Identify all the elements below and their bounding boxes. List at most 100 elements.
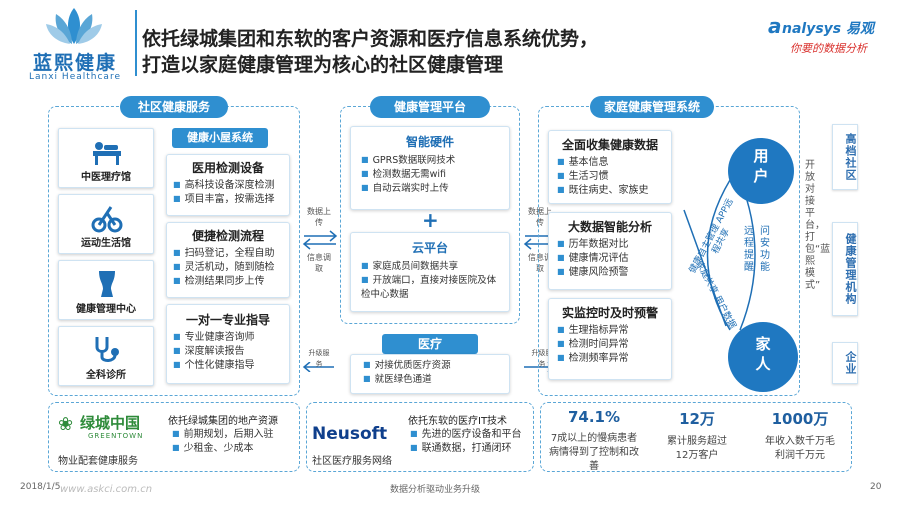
neusoft-item: 联通数据，打通闭环 <box>410 442 522 456</box>
greentown-leaf-icon: ❀ <box>58 414 74 435</box>
family-node: 家人 <box>728 322 798 392</box>
card-title: 全面收集健康数据 <box>561 138 658 152</box>
greentown-logo-text: 绿城中国 <box>80 414 141 432</box>
neusoft-logo: Neusoft <box>312 424 388 444</box>
user-node-label: 用户 <box>753 147 769 185</box>
neusoft-item: 先进的医疗设备和平台 <box>410 428 522 442</box>
card-item: 个性化健康指导 <box>173 359 283 373</box>
card-title: 大数据智能分析 <box>567 220 652 234</box>
greentown-logo: ❀ 绿城中国 GREENTOWN <box>58 412 158 442</box>
greentown-item: 少租金、少成本 <box>172 442 274 456</box>
venue-label: 健康管理中心 <box>76 304 136 315</box>
target-health-institution: 健康管理机构 <box>832 222 858 316</box>
family-card-collect: 全面收集健康数据 基本信息生活习惯既往病史、家族史 <box>548 130 672 204</box>
venue-clinic: 全科诊所 <box>58 326 154 386</box>
card-item: 检测频率异常 <box>557 352 663 366</box>
target-high-end-community: 高档社区 <box>832 124 858 190</box>
greentown-box <box>48 402 300 472</box>
stat-value: 12万 <box>679 410 715 428</box>
page-title-line1: 依托绿城集团和东软的客户资源和医疗信息系统优势， <box>142 28 599 50</box>
community-card-guidance: 一对一专业指导 专业健康咨询师深度解读报告个性化健康指导 <box>166 304 290 384</box>
arrow-label-upload: 数据上传 <box>307 207 331 227</box>
venue-label: 运动生活馆 <box>81 238 131 249</box>
card-item: 检测数据无需wifi <box>361 168 499 182</box>
card-item: 基本信息 <box>557 156 663 170</box>
card-item: 深度解读报告 <box>173 345 283 359</box>
arrow-label-retrieve: 信息调取 <box>307 253 331 273</box>
user-node: 用户 <box>728 138 794 204</box>
brand-logo: a nalysys 易观 你要的数据分析 <box>768 14 888 58</box>
lotus-logo-icon <box>46 8 102 44</box>
target-enterprise: 企业 <box>832 342 858 384</box>
stat-desc: 累计服务超过12万客户 <box>667 436 727 461</box>
card-item: 扫码登记，全程自助 <box>173 247 283 261</box>
medical-card: 对接优质医疗资源就医绿色通道 <box>350 354 510 394</box>
card-title: 智能硬件 <box>405 135 454 149</box>
family-card-monitor: 实监控时及时预警 生理指标异常检测时间异常检测频率异常 <box>548 298 672 380</box>
neusoft-caption: 社区医疗服务网络 <box>312 456 392 467</box>
family-node-label: 家人 <box>755 335 771 373</box>
card-item: 生活习惯 <box>557 170 663 184</box>
edge-label-greeting: 问安功能 <box>760 226 770 273</box>
stethoscope-icon <box>95 337 119 362</box>
card-item: 检测结果同步上传 <box>173 275 283 289</box>
stat-desc: 年收入数千万毛利润千万元 <box>765 436 835 461</box>
logo: 蓝熙健康 Lanxi Healthcare <box>14 4 136 84</box>
card-title: 医用检测设备 <box>191 161 264 175</box>
card-item: 健康风险预警 <box>557 266 663 280</box>
venue-label: 中医理疗馆 <box>81 172 131 183</box>
greentown-caption: 物业配套健康服务 <box>58 456 138 467</box>
venue-label: 全科诊所 <box>86 370 126 381</box>
card-item: 项目丰富，按需选择 <box>173 193 283 207</box>
card-item: 对接优质医疗资源 <box>363 359 497 373</box>
stat-desc: 7成以上的慢病患者病情得到了控制和改善 <box>549 433 639 472</box>
header-divider <box>135 10 137 76</box>
venue-health-center: 健康管理中心 <box>58 260 154 320</box>
stat-value: 74.1% <box>567 408 621 426</box>
hardware-card: 智能硬件 GPRS数据联网技术检测数据无需wifi自动云端实时上传 <box>350 126 510 210</box>
card-item: 专业健康咨询师 <box>173 331 283 345</box>
brand-a-icon: a <box>768 14 782 38</box>
arrow-label-upgrade: 升级服务 <box>531 349 553 368</box>
platform-title: 健康管理平台 <box>370 96 490 118</box>
card-title: 一对一专业指导 <box>185 313 270 327</box>
greentown-desc: 依托绿城集团的地产资源 <box>168 416 278 427</box>
family-card-analysis: 大数据智能分析 历年数据对比健康情况评估健康风险预警 <box>548 212 672 290</box>
footer-center: 数据分析驱动业务升级 <box>390 485 481 495</box>
community-card-devices: 医用检测设备 高科技设备深度检测项目丰富，按需选择 <box>166 154 290 216</box>
card-title: 实监控时及时预警 <box>561 306 658 320</box>
brand-name: nalysys 易观 <box>782 21 875 37</box>
card-item: GPRS数据联网技术 <box>361 154 499 168</box>
card-item: 开放端口，直接对接医院及体检中心数据 <box>361 274 499 302</box>
arrow-label-retrieve: 信息调取 <box>528 253 552 273</box>
card-item: 自动云端实时上传 <box>361 182 499 196</box>
arrow-label-upload: 数据上传 <box>528 207 552 227</box>
card-item: 家庭成员间数据共享 <box>361 260 499 274</box>
brand-slogan: 你要的数据分析 <box>790 42 867 55</box>
cloud-card: 云平台 家庭成员间数据共享开放端口，直接对接医院及体检中心数据 <box>350 232 510 312</box>
stat-item: 74.1% 7成以上的慢病患者病情得到了控制和改善 <box>546 408 642 474</box>
card-item: 生理指标异常 <box>557 324 663 338</box>
page-title-line2: 打造以家庭健康管理为核心的社区健康管理 <box>142 54 504 76</box>
card-item: 既往病史、家族史 <box>557 184 663 198</box>
family-title: 家庭健康管理系统 <box>590 96 714 118</box>
arrow-left-icon <box>302 362 334 372</box>
venue-tcm: 中医理疗馆 <box>58 128 154 188</box>
stats-box <box>540 402 852 472</box>
neusoft-box <box>306 402 534 472</box>
open-platform-text: 开放对接平台，打包“蓝熙模式” <box>805 160 831 291</box>
edge-label-remind: 远程提醒 <box>744 226 754 273</box>
massage-bed-icon <box>93 142 121 165</box>
plus-icon: + <box>422 208 439 232</box>
greentown-item: 前期规划，后期入驻 <box>172 428 274 442</box>
stat-value: 1000万 <box>771 410 829 428</box>
card-item: 健康情况评估 <box>557 252 663 266</box>
card-item: 历年数据对比 <box>557 238 663 252</box>
community-card-process: 便捷检测流程 扫码登记，全程自助灵活机动，随到随检检测结果同步上传 <box>166 222 290 298</box>
card-item: 高科技设备深度检测 <box>173 179 283 193</box>
double-arrow-left-icon <box>302 230 338 250</box>
card-title: 云平台 <box>411 241 448 255</box>
card-item: 就医绿色通道 <box>363 373 497 387</box>
stat-item: 1000万 年收入数千万毛利润千万元 <box>752 408 848 463</box>
logo-en: Lanxi Healthcare <box>29 72 121 82</box>
